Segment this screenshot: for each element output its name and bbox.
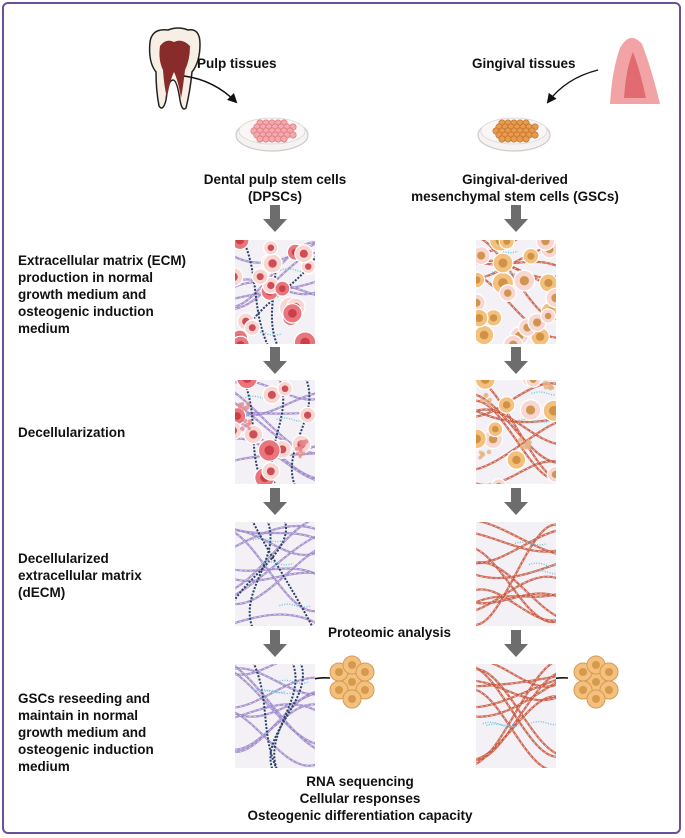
outcomes-label: RNA sequencing Cellular responses Osteog…	[247, 774, 473, 823]
dpsc-decm-panel	[235, 522, 315, 626]
down-arrow	[263, 488, 287, 515]
process-arrows	[263, 205, 528, 657]
pulp-to-dish-arrow	[183, 75, 238, 104]
gsc-label: Gingival-derived mesenchymal stem cells …	[411, 172, 619, 204]
dpsc-reseeded-panel	[235, 664, 315, 768]
step-decm-label: Decellularized extracellular matrix (dEC…	[18, 551, 142, 600]
dpsc-decellularization-panel	[235, 380, 315, 484]
proteomic-analysis-label: Proteomic analysis	[328, 625, 452, 640]
gingiva-icon	[610, 37, 660, 104]
down-arrow	[504, 347, 528, 374]
gsc-ecm-panel	[476, 240, 556, 344]
down-arrow	[263, 347, 287, 374]
dpsc-petri-dish	[235, 117, 309, 152]
gingiva-to-dish-arrow	[546, 69, 599, 104]
gsc-decellularization-panel	[476, 380, 556, 484]
down-arrow	[263, 630, 287, 657]
gsc-cluster-left	[329, 655, 375, 709]
gsc-cluster-right	[573, 655, 619, 709]
step-ecm-production-label: Extracellular matrix (ECM) production in…	[18, 253, 187, 336]
gsc-reseeded-panel	[476, 664, 556, 768]
step-reseeding-label: GSCs reseeding and maintain in normal gr…	[18, 691, 154, 774]
down-arrow	[504, 630, 528, 657]
gsc-decm-panel	[476, 522, 556, 626]
down-arrow	[263, 205, 287, 232]
pulp-tissues-label: Pulp tissues	[197, 56, 277, 71]
dpsc-ecm-panel	[235, 240, 315, 344]
down-arrow	[504, 205, 528, 232]
gingival-tissues-label: Gingival tissues	[472, 56, 576, 71]
dpsc-label: Dental pulp stem cells (DPSCs)	[203, 172, 347, 204]
step-decellularization-label: Decellularization	[18, 425, 126, 440]
gsc-petri-dish	[477, 117, 551, 152]
down-arrow	[504, 488, 528, 515]
tooth-icon	[148, 27, 201, 110]
